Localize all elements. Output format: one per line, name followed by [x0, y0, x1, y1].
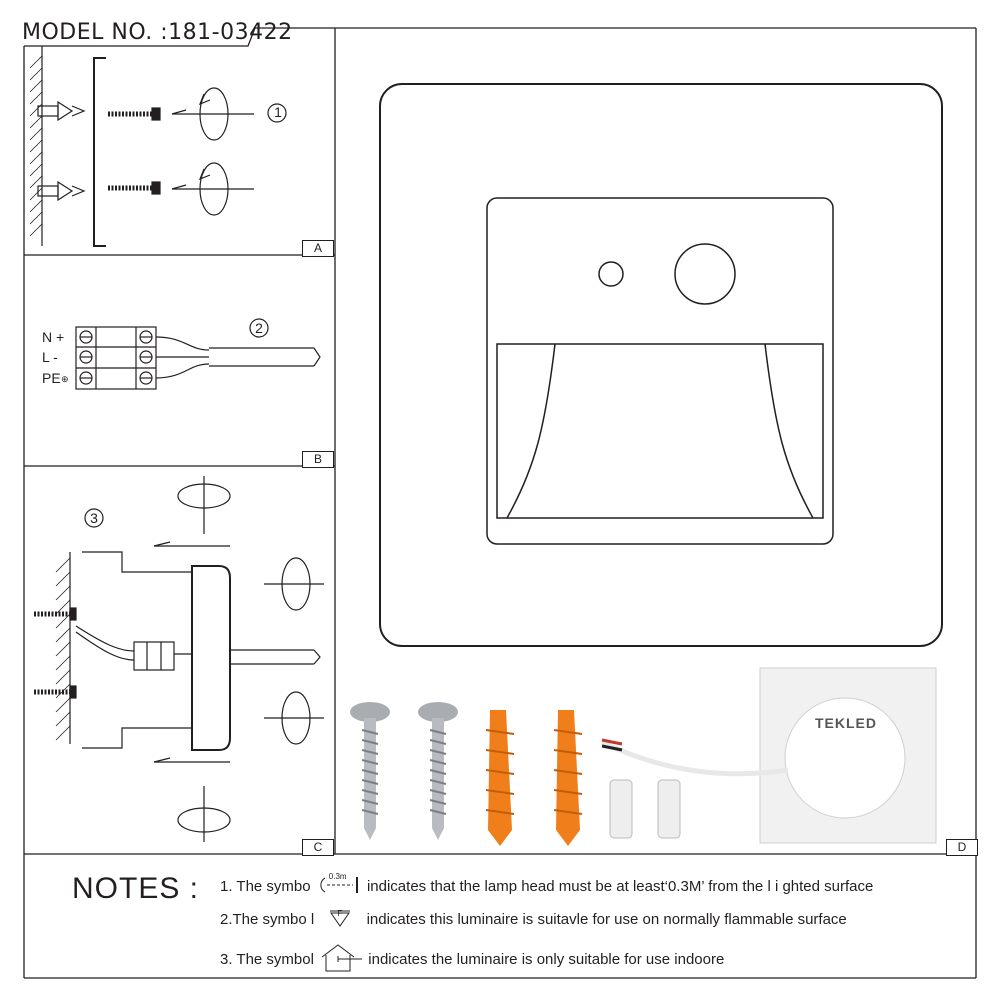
- lamp-faceplate: [379, 83, 943, 647]
- panel-c-installation-diagram: [34, 476, 324, 842]
- note-item: 2.The symbo l F indicates this luminaire…: [220, 908, 847, 932]
- wire-label-live: L -: [42, 349, 58, 365]
- sensor-small-icon: [598, 261, 624, 287]
- panel-label-b: B: [302, 451, 334, 468]
- step-number-3: 3: [90, 510, 98, 526]
- wall-plug-icon: [553, 710, 583, 846]
- wall-plug-icon: [485, 710, 515, 846]
- indoor-house-icon: [318, 943, 364, 977]
- panel-label-d: D: [946, 839, 978, 856]
- accessories-illustration: [350, 667, 937, 846]
- brand-logo: TEKLED: [815, 715, 877, 731]
- panel-a-mounting-diagram: [29, 46, 287, 247]
- step-number-1: 1: [274, 104, 282, 120]
- flammable-surface-icon: F: [318, 908, 362, 932]
- earth-icon: ⊕: [61, 374, 69, 384]
- screw-icon: [418, 702, 458, 840]
- wire-connector-icon: [609, 779, 681, 839]
- panel-d-product-diagram: [379, 83, 943, 647]
- lamp-inner-frame: [486, 197, 834, 545]
- notes-title: NOTES :: [72, 872, 200, 905]
- screw-icon: [350, 702, 390, 840]
- note-item: 3. The symbol indicates the luminaire is…: [220, 943, 724, 977]
- distance-0.3m-icon: 0.3m: [315, 872, 363, 899]
- wire-label-neutral: N +: [42, 329, 65, 345]
- sensor-large-icon: [674, 243, 736, 305]
- wire-label-earth: PE: [42, 370, 61, 386]
- panel-b-wiring-diagram: [75, 318, 321, 390]
- lamp-back-view: [600, 667, 937, 844]
- panel-label-c: C: [302, 839, 334, 856]
- note-item: 1. The symbo 0.3m indicates that the lam…: [220, 872, 873, 899]
- model-number: MODEL NO. :181-03422: [22, 20, 293, 45]
- panel-label-a: A: [302, 240, 334, 257]
- step-number-2: 2: [255, 320, 263, 336]
